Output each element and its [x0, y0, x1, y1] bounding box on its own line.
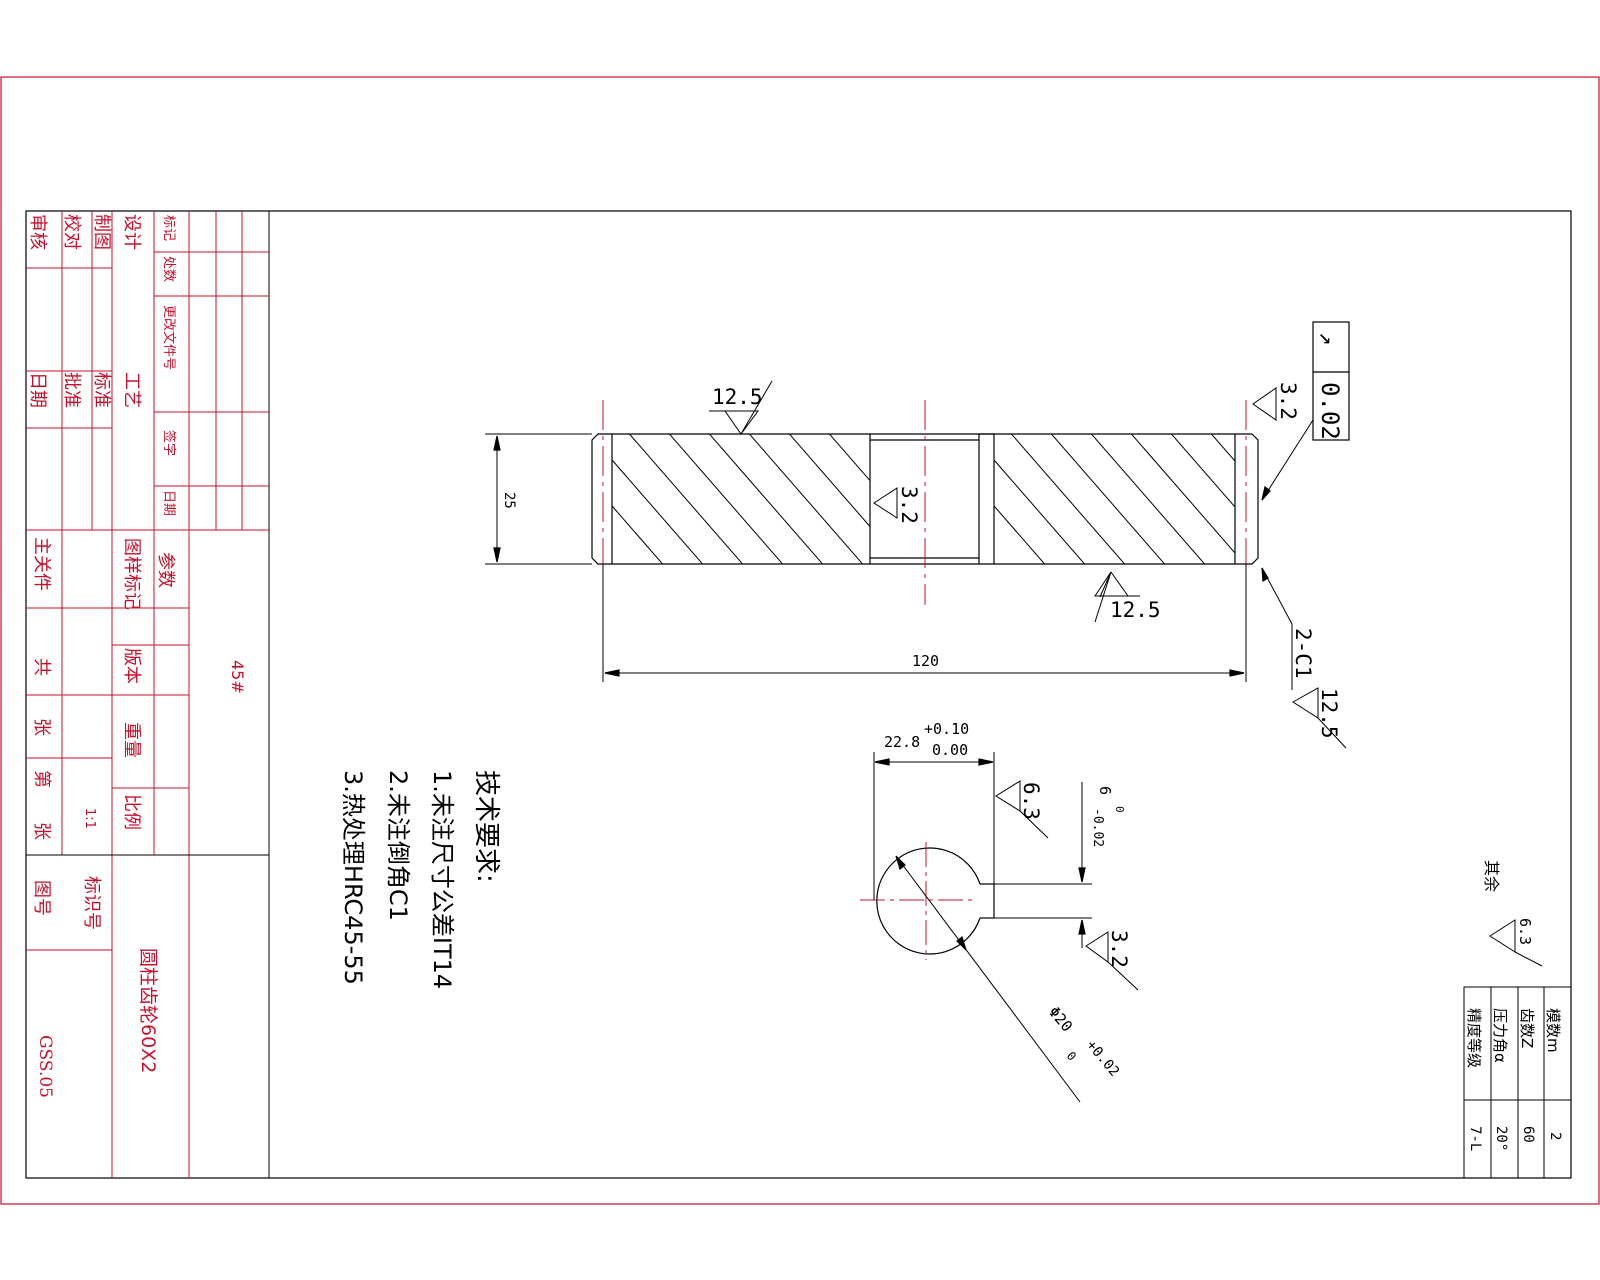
rest-label: 其余	[1482, 860, 1501, 892]
front-view-text: 12.5 12.5 3.2 3.2 25 120 2-C1 ↗ 0.02 12.…	[501, 332, 1344, 739]
gear-row-grade-value: 7-L	[1467, 1126, 1483, 1151]
roughness-side: 3.2	[1276, 382, 1300, 420]
label-related: 主关件	[31, 537, 52, 591]
keyway-tol-lower: -0.02	[1090, 808, 1105, 847]
roughness-key-bottom: 3.2	[1107, 930, 1131, 968]
gear-row-module-label: 模数m	[1544, 1008, 1562, 1053]
role-review: 审核	[27, 214, 48, 250]
tech-item-2: 2.未注倒角C1	[384, 770, 412, 921]
rev-header-mark: 标记	[161, 215, 176, 241]
role-design: 设计	[121, 214, 142, 250]
label-id: 标识号	[81, 876, 102, 930]
chamfer-note: 2-C1	[1291, 628, 1315, 679]
label-nth: 第	[31, 770, 52, 788]
bore-dim: Φ20	[1045, 1003, 1076, 1035]
label-scale: 比例	[121, 794, 142, 830]
part-name: 圆柱齿轮60X2	[137, 948, 159, 1073]
hub-width-tol-lower: 0.00	[932, 741, 968, 759]
tech-requirements: 技术要求: 1.未注尺寸公差IT14 2.未注倒角C1 3.热处理HRC45-5…	[339, 770, 501, 989]
roughness-extra: 12.5	[1317, 688, 1341, 739]
role-approve: 批准	[61, 372, 82, 408]
title-block-text: 标记 处数 更改文件号 签字 日期 设计 制图 校对 审核 工艺 标准 批准 日…	[27, 214, 247, 1098]
tech-title: 技术要求:	[471, 770, 501, 883]
section-hatch	[612, 434, 1235, 564]
role-date: 日期	[27, 372, 48, 408]
keyway-dim: 6	[1096, 786, 1114, 795]
label-weight: 重量	[121, 722, 142, 758]
label-sheets: 张	[31, 718, 52, 736]
roughness-bore: 3.2	[897, 486, 921, 524]
tech-item-3: 3.热处理HRC45-55	[339, 770, 367, 985]
hub-width-tol-upper: +0.10	[924, 720, 969, 738]
role-drawing: 制图	[91, 214, 112, 250]
gear-row-grade-label: 精度等级	[1465, 1008, 1483, 1068]
roughness-top: 12.5	[712, 385, 763, 409]
hub-width-dim: 22.8	[884, 733, 920, 751]
label-params: 参数	[155, 552, 176, 588]
roughness-keyway: 6.3	[1019, 782, 1043, 820]
sheet-border	[0, 76, 1600, 1205]
label-sheet2: 张	[31, 822, 52, 840]
label-sample-mark: 图样标记	[121, 538, 142, 610]
front-view	[485, 321, 1350, 749]
rev-header-count: 处数	[161, 256, 176, 282]
label-drawing-no: 图号	[31, 880, 52, 916]
rest-value: 6.3	[1516, 918, 1534, 945]
label-version: 版本	[121, 648, 142, 684]
rev-header-doc: 更改文件号	[161, 305, 176, 370]
gear-row-angle-value: 20°	[1493, 1126, 1509, 1151]
role-standard: 标准	[91, 372, 112, 408]
rev-header-date: 日期	[161, 490, 176, 516]
material: 45#	[228, 660, 247, 694]
rest-roughness: 其余 6.3	[1482, 860, 1543, 967]
scale-value: 1:1	[82, 808, 97, 829]
gear-param-table: 模数m 2 齿数Z 60 压力角α 20° 精度等级 7-L	[1463, 986, 1572, 1179]
label-total: 共	[31, 658, 52, 676]
bore-tol-lower: 0	[1064, 1049, 1079, 1064]
width-dim: 120	[912, 652, 939, 670]
hub-view	[860, 752, 1139, 1103]
role-process: 工艺	[121, 372, 142, 408]
rev-header-sign: 签字	[161, 430, 177, 456]
gear-row-angle-label: 压力角α	[1491, 1008, 1509, 1063]
gear-row-teeth-label: 齿数Z	[1518, 1008, 1536, 1048]
drawing-number: GSS.05	[35, 1035, 55, 1098]
gear-row-module-value: 2	[1547, 1132, 1563, 1140]
bore-tol-upper: +0.02	[1083, 1037, 1122, 1080]
roughness-bottom: 12.5	[1110, 598, 1161, 622]
title-block	[26, 211, 270, 1178]
role-check: 校对	[61, 214, 82, 250]
runout-symbol: ↗	[1314, 332, 1339, 345]
runout-value: 0.02	[1316, 382, 1344, 440]
keyway-tol-upper: 0	[1113, 806, 1126, 813]
gear-row-teeth-value: 60	[1520, 1126, 1536, 1143]
height-dim: 25	[501, 492, 517, 509]
tech-item-1: 1.未注尺寸公差IT14	[428, 770, 456, 989]
